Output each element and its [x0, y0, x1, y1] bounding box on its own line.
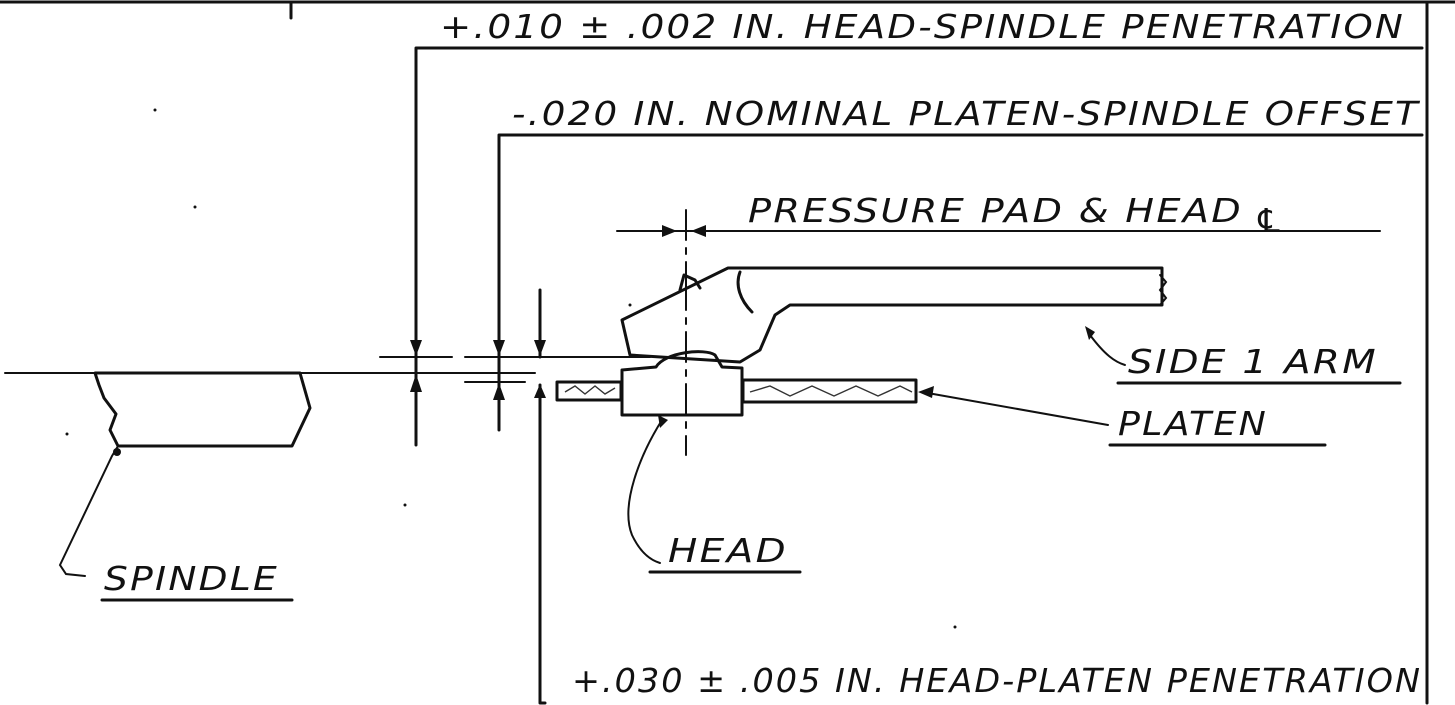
label-head-spindle-penetration: +.010 ± .002 IN. HEAD-SPINDLE PENETRATIO…: [440, 7, 1405, 46]
label-pressure-pad-head: PRESSURE PAD & HEAD: [748, 191, 1243, 230]
platen-part: [555, 378, 1327, 447]
side-arm: [620, 266, 1402, 385]
spindle-section: [58, 371, 312, 602]
centerline: [616, 209, 1381, 456]
labels: +.010 ± .002 IN. HEAD-SPINDLE PENETRATIO…: [104, 7, 1422, 700]
centerline-symbol: ℄: [1254, 201, 1286, 240]
scan-specks: [65, 108, 957, 629]
label-head-platen-penetration: +.030 ± .005 IN. HEAD-PLATEN PENETRATION: [572, 661, 1422, 700]
label-side-arm: SIDE 1 ARM: [1128, 342, 1378, 381]
head-part: [620, 350, 802, 574]
label-platen-spindle-offset: -.020 IN. NOMINAL PLATEN-SPINDLE OFFSET: [512, 94, 1421, 133]
label-head: HEAD: [668, 531, 788, 570]
label-platen: PLATEN: [1118, 404, 1268, 443]
label-spindle: SPINDLE: [104, 559, 279, 598]
